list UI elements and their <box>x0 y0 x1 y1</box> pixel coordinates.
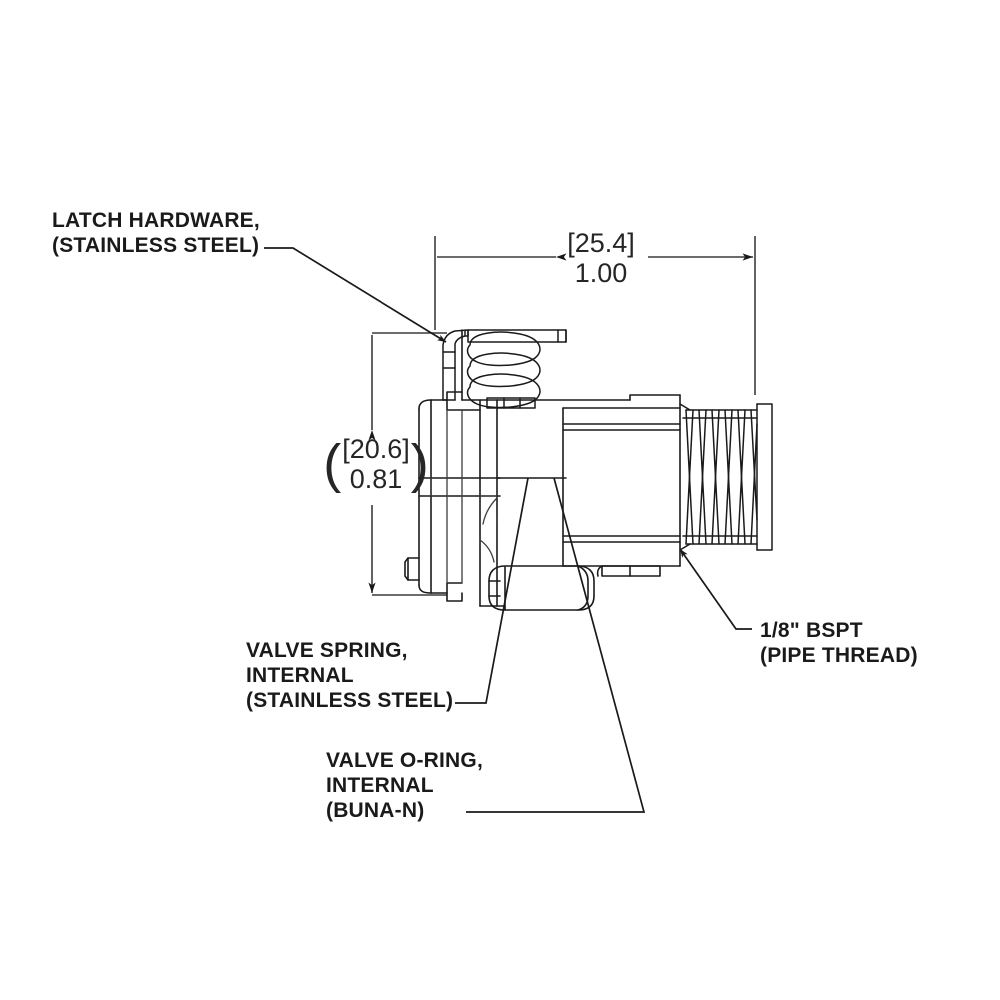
leader-lines <box>264 247 752 813</box>
shoulder-section <box>562 394 681 567</box>
thread-teeth <box>685 409 758 545</box>
reference-paren-open: ( <box>323 434 342 494</box>
valve-spring-part <box>466 331 541 409</box>
leader-valve-spring <box>455 477 529 704</box>
callout-valve-spring: VALVE SPRING, INTERNAL (STAINLESS STEEL) <box>246 639 454 712</box>
leader-pipe-thread <box>679 548 752 630</box>
lower-skirt <box>488 565 661 611</box>
vertical-dimension-text: ( [20.6] 0.81 ) <box>323 434 429 494</box>
pipe-thread-section <box>679 403 773 551</box>
callout-pipe-thread: 1/8" BSPT (PIPE THREAD) <box>760 619 918 667</box>
callout-valve-o-ring: VALVE O-RING, INTERNAL (BUNA-N) <box>326 749 483 822</box>
latch-hardware-part <box>442 329 567 401</box>
horizontal-dimension <box>434 236 756 395</box>
internal-detail <box>430 409 506 584</box>
horizontal-dimension-text: [25.4] 1.00 <box>556 228 646 288</box>
leader-latch-hardware <box>264 247 447 343</box>
vertical-dimension-mm: [20.6] <box>342 434 410 464</box>
vertical-dimension-inch: 0.81 <box>349 464 403 494</box>
valve-body-block <box>461 394 681 607</box>
callout-latch-hardware: LATCH HARDWARE, (STAINLESS STEEL) <box>52 209 260 257</box>
valve-body-geometry <box>404 329 773 611</box>
horizontal-dimension-mm: [25.4] <box>567 228 635 258</box>
reference-paren-close: ) <box>410 434 429 494</box>
leader-valve-o-ring <box>466 477 646 813</box>
vertical-dimension <box>368 332 447 596</box>
horizontal-dimension-inch: 1.00 <box>574 258 628 288</box>
